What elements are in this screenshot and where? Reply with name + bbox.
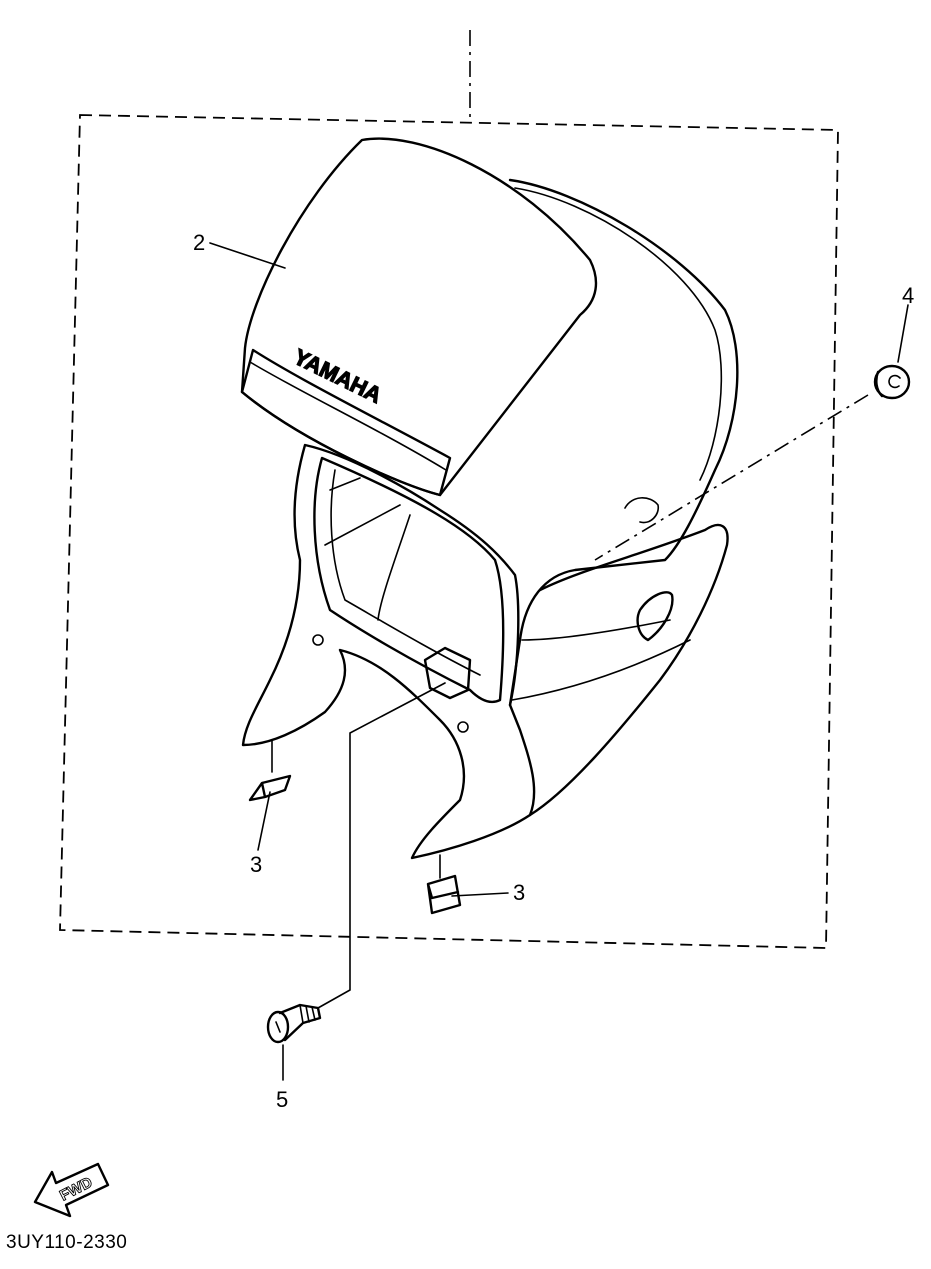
clip-right (426, 874, 462, 915)
assembly-boundary (59, 114, 839, 949)
part-code: 3UY110-2330 (6, 1232, 128, 1253)
callout-4: 4 (902, 283, 914, 308)
screw (266, 1003, 322, 1044)
inner-brace-1 (329, 477, 361, 491)
callout-3-left: 3 (250, 852, 262, 877)
mount-hole-right (457, 721, 469, 733)
callout-3-right: 3 (513, 880, 525, 905)
panel-crease-upper (521, 619, 671, 641)
inner-brace-3 (377, 514, 411, 621)
cowl-left-frame (241, 443, 536, 860)
mount-hole-left (312, 634, 324, 646)
callout-5: 5 (276, 1087, 288, 1112)
screw-axis (317, 682, 446, 1009)
cowling-assembly: YAMAHA (240, 137, 739, 860)
grommet (873, 364, 911, 400)
panel-crease-lower (511, 639, 691, 701)
grommet-socket (624, 497, 660, 524)
cowl-shell (508, 178, 739, 707)
logo-stripe (240, 348, 452, 497)
headlight-opening (313, 456, 505, 704)
headlight-opening-inner (330, 469, 481, 676)
center-bracket (423, 646, 472, 700)
leader-3-left (257, 791, 271, 851)
inner-brace-2 (324, 504, 401, 546)
logo-stripe-edge (249, 361, 447, 471)
forward-arrow-icon: FWD (33, 1162, 110, 1218)
cowl-right-panel (528, 523, 729, 817)
leader-4 (897, 304, 909, 363)
grommet-axis (594, 394, 869, 561)
side-vent (636, 591, 674, 642)
callout-2: 2 (193, 230, 205, 255)
leader-2 (209, 242, 286, 269)
leader-3-right (451, 892, 509, 897)
cowl-shell-inner (514, 187, 723, 481)
clip-left (248, 774, 292, 802)
